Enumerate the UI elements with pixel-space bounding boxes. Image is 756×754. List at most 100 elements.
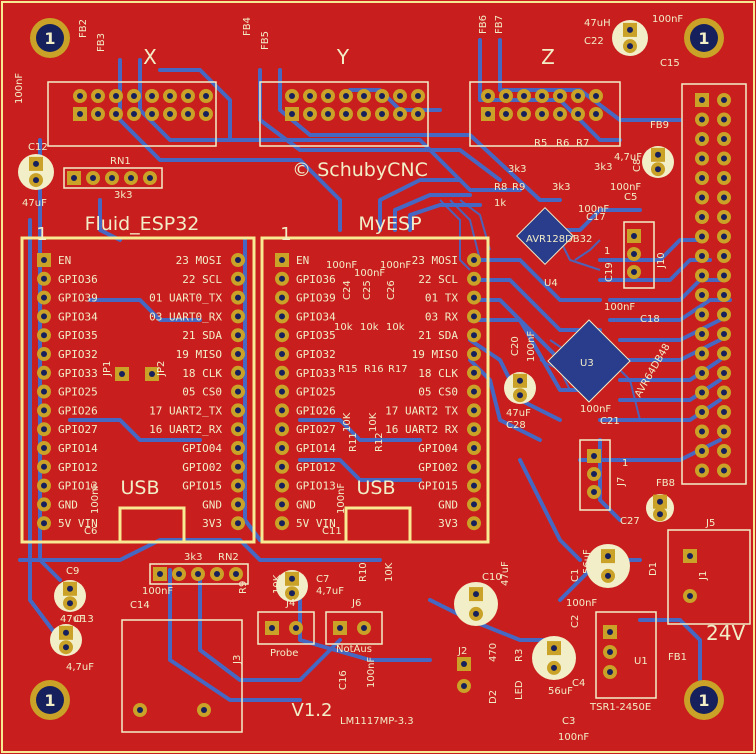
- drill: [119, 371, 125, 377]
- silk-label-r10kb: 10K: [272, 574, 283, 594]
- mounting-hole-tr: 1: [684, 18, 724, 58]
- silk-label-r15: R15: [338, 364, 358, 375]
- hole-number: 1: [698, 691, 709, 710]
- silk-label-c5: C5: [624, 192, 637, 203]
- board-title: © SchubyCNC: [292, 159, 428, 181]
- silk-label-rn1v: 3k3: [114, 190, 133, 201]
- drill: [203, 111, 209, 117]
- silk-label-fb8: FB8: [656, 478, 675, 489]
- pin-label-right: 03 UART0_RX: [149, 310, 222, 323]
- pin-label-left: GND: [296, 498, 316, 511]
- drill: [721, 136, 727, 142]
- silk-label-c19: C19: [604, 262, 615, 282]
- pin-label-right: 17 UART2_TX: [149, 404, 222, 417]
- silk-label-j4: J4: [285, 598, 295, 609]
- ecap-body: [532, 636, 576, 680]
- drill: [699, 311, 705, 318]
- drill: [235, 257, 241, 263]
- pin-label-left: GPIO33: [296, 367, 336, 380]
- drill: [41, 426, 47, 433]
- drill: [289, 93, 295, 99]
- drill: [41, 463, 47, 470]
- silk-label-r10k4: 10K: [342, 412, 353, 432]
- drill: [521, 111, 527, 117]
- pin-label-right: GPIO02: [418, 461, 458, 474]
- pin-label-right: 19 MISO: [176, 348, 222, 361]
- silk-label-rn1: RN1: [110, 156, 131, 167]
- drill: [627, 26, 633, 33]
- pin-label-left: GPIO35: [58, 329, 98, 342]
- drill: [721, 311, 727, 318]
- drill: [699, 350, 705, 357]
- silk-label-r6: R6: [556, 138, 569, 149]
- silk-label-c100l: 100nF: [14, 73, 25, 104]
- fluid-esp32-outline: [20, 236, 256, 544]
- silk-label-c2: C2: [570, 615, 581, 628]
- silk-label-r9: R9: [512, 182, 525, 193]
- silk-label-c28: C28: [506, 420, 526, 431]
- drill: [63, 644, 69, 651]
- drill: [167, 111, 173, 117]
- ecap-body: [454, 582, 498, 626]
- drill: [593, 93, 599, 99]
- drill: [279, 275, 285, 282]
- drill: [721, 97, 727, 103]
- drill: [279, 501, 285, 508]
- pin-label-left: GPIO12: [58, 461, 98, 474]
- u4-avr128db32: [516, 207, 574, 265]
- ecap-body: [642, 146, 674, 178]
- drill: [721, 428, 727, 435]
- drill: [279, 482, 285, 489]
- drill: [721, 448, 727, 454]
- u1-outline: [595, 611, 657, 699]
- drill: [279, 445, 285, 451]
- drill: [471, 332, 477, 339]
- drill: [33, 177, 39, 184]
- drill: [41, 482, 47, 489]
- drill: [471, 407, 477, 414]
- ecap-body: [276, 570, 308, 602]
- silk-label-c13: C13: [74, 614, 94, 625]
- pin-label-right: GND: [438, 498, 458, 511]
- drill: [699, 467, 705, 474]
- drill: [471, 445, 477, 451]
- drill: [657, 498, 663, 505]
- drill: [721, 467, 727, 474]
- drill: [361, 111, 367, 117]
- silk-label-fb3: FB3: [96, 33, 107, 52]
- drill: [471, 257, 477, 263]
- silk-label-r7: R7: [576, 138, 589, 149]
- rn2-network: [149, 563, 249, 585]
- silk-label-u4: U4: [544, 278, 558, 289]
- pin-label-left: GPIO13: [296, 480, 336, 493]
- drill: [41, 332, 47, 339]
- silk-label-fb4: FB4: [242, 17, 253, 36]
- silk-label-c27: C27: [620, 516, 640, 527]
- drill: [471, 313, 477, 320]
- silk-label-r10: R10: [358, 562, 369, 582]
- drill: [607, 629, 613, 635]
- y-axis-label: Y: [336, 45, 350, 69]
- silk-label-c21: C21: [600, 416, 620, 427]
- silk-label-j2: J2: [457, 646, 467, 657]
- drill: [201, 707, 207, 713]
- drill: [279, 407, 285, 414]
- myesp-pin1-marker: 1: [280, 224, 291, 245]
- pin-label-right: 05 CS0: [418, 386, 458, 399]
- silk-label-c14: C14: [130, 600, 150, 611]
- drill: [235, 463, 241, 470]
- drill: [185, 111, 191, 117]
- drill: [721, 370, 727, 376]
- drill: [591, 471, 597, 477]
- pin-label-right: 16 UART2_RX: [149, 423, 222, 436]
- fluid-pin1-marker: 1: [36, 224, 47, 245]
- drill: [337, 625, 343, 631]
- drill: [699, 97, 705, 103]
- silk-label-c8: C8: [632, 159, 643, 172]
- z-axis-label: Z: [541, 45, 555, 69]
- silk-label-c14v: 100nF: [142, 586, 173, 597]
- silk-label-r470: 470: [488, 643, 499, 662]
- mounting-hole-bl: 1: [30, 680, 70, 720]
- drill: [343, 93, 349, 99]
- pin-label-left: EN: [296, 254, 309, 267]
